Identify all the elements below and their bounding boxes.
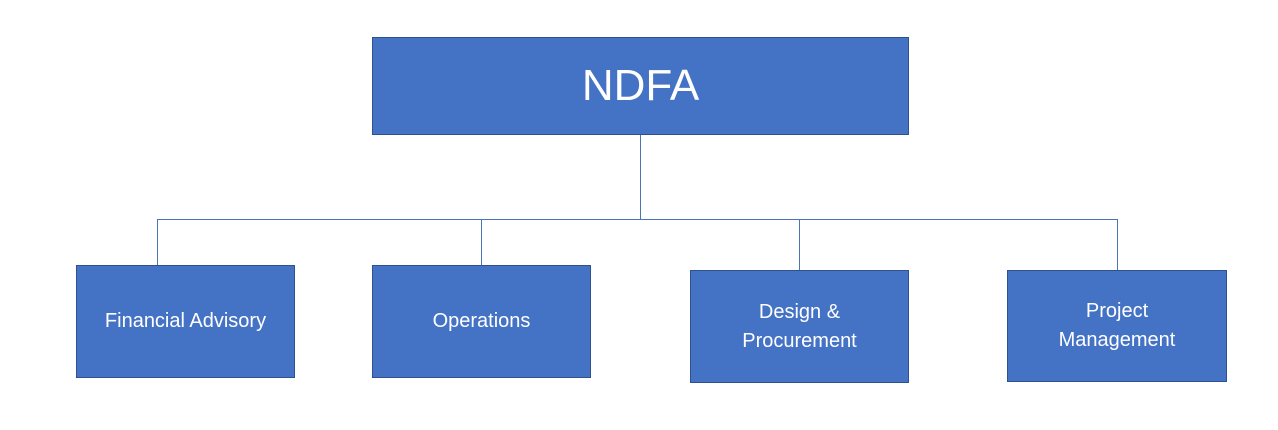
node-financial-advisory: Financial Advisory [76, 265, 295, 378]
node-project-management-label: Project Management [1058, 300, 1176, 351]
node-root-label: NDFA [581, 61, 700, 110]
node-financial-advisory-label: Financial Advisory [104, 310, 267, 332]
node-design-procurement-label: Design & Procurement [742, 300, 857, 352]
node-root-ndfa: NDFA [372, 37, 909, 135]
node-operations-label: Operations [432, 310, 531, 332]
node-project-management: Project Management [1007, 270, 1227, 382]
node-design-procurement: Design & Procurement [690, 270, 909, 383]
node-operations: Operations [372, 265, 591, 378]
